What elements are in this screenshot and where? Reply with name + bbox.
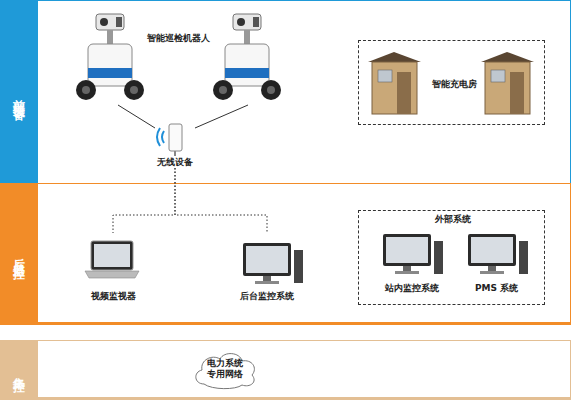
- node-label: 视频监视器: [73, 291, 153, 302]
- node-label: 站内监控系统: [369, 283, 454, 294]
- device-node: 站内监控系统: [374, 233, 449, 298]
- node-label: 电力系统 专用网络: [203, 358, 247, 380]
- network-cloud: 电力系统 专用网络: [190, 348, 260, 392]
- band-panel: [38, 183, 571, 325]
- node-label: PMS 系统: [454, 283, 539, 294]
- node-label: 后台监控系统: [222, 291, 312, 302]
- section-tab: 后台监控: [0, 183, 38, 325]
- band-panel: [38, 340, 571, 400]
- section-tab: 前端设备: [0, 0, 38, 190]
- device-node: 后台监控系统: [222, 233, 312, 305]
- node-label: 外部系统: [359, 214, 546, 225]
- device-node: 视频监视器: [78, 233, 148, 305]
- node-label: 智能充电房: [422, 79, 486, 90]
- cloud-shape: [196, 354, 255, 389]
- group-box: 外部系统站内监控系统PMS 系统: [358, 210, 545, 305]
- device-node: 智能巡检机器人: [78, 10, 278, 105]
- device-node: PMS 系统: [459, 233, 534, 298]
- section-band: 集控 电力系统 专用网络: [0, 340, 571, 400]
- section-tab: 集控: [0, 340, 38, 400]
- node-label: 智能巡检机器人: [145, 33, 211, 44]
- band-panel: [38, 0, 571, 190]
- section-band: 前端设备智能巡检机器人无线设备智能充电房: [0, 0, 571, 190]
- node-label: 无线设备: [140, 157, 210, 168]
- device-node: 无线设备: [150, 118, 200, 168]
- group-box: 智能充电房: [358, 40, 545, 125]
- section-band: 后台监控视频监视器后台监控系统外部系统站内监控系统PMS 系统: [0, 183, 571, 325]
